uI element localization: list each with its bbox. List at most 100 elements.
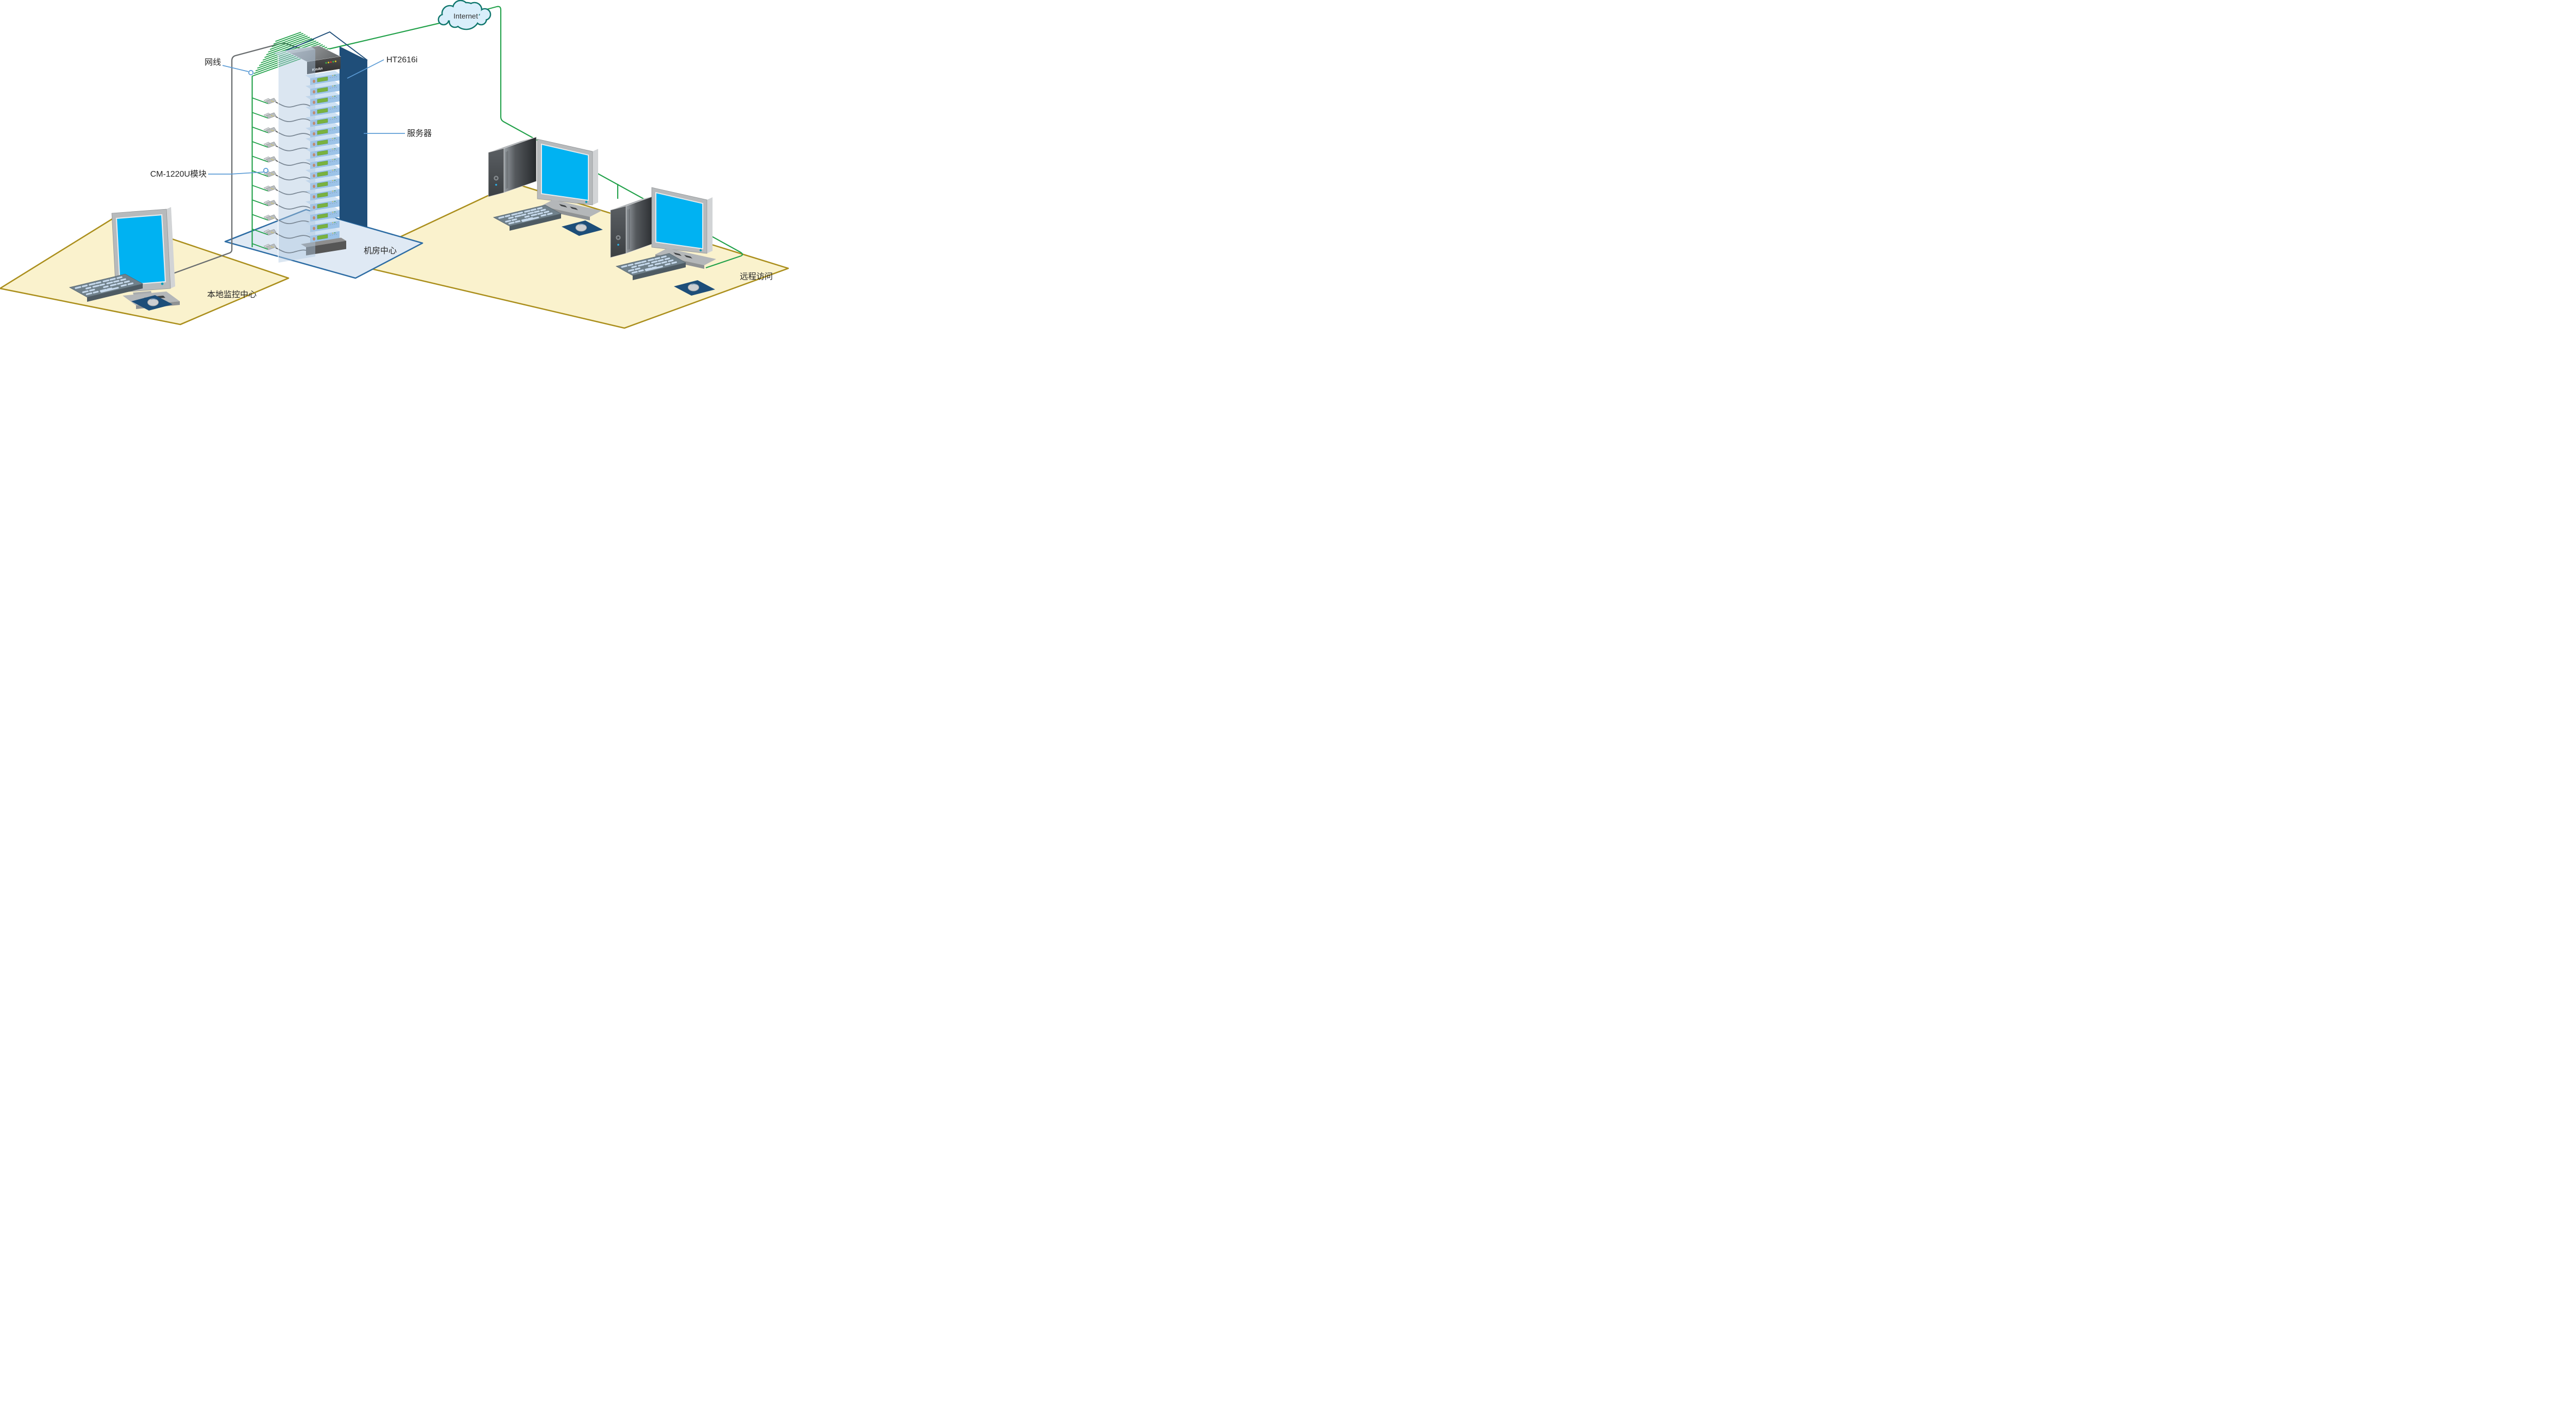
server-vent xyxy=(329,202,338,204)
module-stub-cable xyxy=(252,214,268,221)
keyboard-key xyxy=(665,263,671,266)
keyboard-key xyxy=(85,286,92,289)
remote-keyboard-2-front xyxy=(633,263,686,280)
network-cable-line xyxy=(273,33,303,45)
server-power-button xyxy=(313,79,315,83)
module-hook-cable xyxy=(275,203,311,210)
module-led xyxy=(271,231,272,233)
server-led xyxy=(332,211,333,213)
remote-tower-2-led xyxy=(617,244,619,246)
server-power-button xyxy=(313,122,315,125)
server-lcd-panel xyxy=(317,181,328,187)
server-led xyxy=(332,148,333,150)
keyboard-key xyxy=(99,288,107,292)
keyboard-key xyxy=(113,280,120,283)
rack-back-wall xyxy=(340,46,367,227)
module-led xyxy=(271,187,272,189)
internet-cloud: Internet xyxy=(437,0,492,30)
module-led xyxy=(273,203,274,204)
callout-line-kvm xyxy=(347,59,384,79)
server-top-face xyxy=(306,197,340,204)
module-led xyxy=(271,144,272,145)
server-power-button xyxy=(313,153,315,157)
keyboard-key xyxy=(81,284,88,287)
keyboard-key xyxy=(504,214,511,217)
server-top-face xyxy=(306,228,340,236)
diagram-canvas: KinAn 网线 CM-1220U模块 服务器 HT2616i 机房中心 本地监… xyxy=(0,0,789,329)
keyboard-key xyxy=(95,281,101,284)
keyboard-key xyxy=(638,269,644,272)
remote-monitor-1-power-led xyxy=(585,200,588,203)
kvm-brand-logo: KinAn xyxy=(312,67,323,72)
server-led xyxy=(332,75,333,76)
keyboard-key xyxy=(127,282,134,285)
kvm-led xyxy=(334,60,337,62)
keyboard-key xyxy=(511,218,517,221)
keyboard-key xyxy=(103,285,109,288)
server-power-button xyxy=(313,227,315,230)
module-led xyxy=(273,145,274,146)
mouse xyxy=(575,224,587,232)
monitor-foot xyxy=(673,252,682,256)
mouse xyxy=(147,298,159,306)
network-cable-line xyxy=(268,37,310,53)
callouts: 网线 CM-1220U模块 服务器 HT2616i 机房中心 本地监控中心 远程… xyxy=(150,56,773,299)
keyboard-key xyxy=(648,259,654,262)
server-top-face xyxy=(306,133,340,142)
server-top-face xyxy=(306,123,340,131)
module-led xyxy=(273,217,274,219)
module-stub-cable xyxy=(252,112,268,119)
keyboard-key xyxy=(117,282,123,285)
network-cable-line xyxy=(269,35,308,50)
server-lcd-panel xyxy=(317,140,328,145)
keyboard-key xyxy=(651,260,658,264)
internet-uplink-cable xyxy=(329,22,440,50)
module-hook-cable xyxy=(275,145,311,151)
keyboard-key xyxy=(651,266,657,269)
server-power-button xyxy=(313,195,315,199)
server-led xyxy=(332,169,333,171)
mouse-detail xyxy=(150,298,157,300)
keyboard-key xyxy=(634,262,641,265)
server-vent xyxy=(329,76,338,78)
module-stub-cable xyxy=(252,97,268,104)
server-vent xyxy=(329,149,338,152)
kvm-led xyxy=(330,61,332,63)
callout-marker-module xyxy=(263,167,269,174)
server-lcd-panel xyxy=(317,213,328,219)
keyboard-key xyxy=(635,267,640,270)
server-vent xyxy=(329,223,338,225)
keyboard-key xyxy=(89,282,96,286)
module-led xyxy=(273,232,274,233)
keyboard-key xyxy=(531,213,537,217)
keyboard-key xyxy=(511,213,518,216)
keyboard-key xyxy=(521,218,528,221)
server-room-label: 机房中心 xyxy=(364,246,397,255)
module-hook-cable xyxy=(275,189,311,195)
module-led xyxy=(273,247,274,248)
server-label: 服务器 xyxy=(407,129,432,138)
server-led xyxy=(332,85,333,87)
keyboard-key xyxy=(515,220,521,223)
module-led xyxy=(273,174,274,175)
keyboard-key xyxy=(631,265,637,268)
module-hook-cable xyxy=(275,232,311,239)
remote-monitor-1-base xyxy=(541,200,602,217)
server-led xyxy=(332,138,333,140)
remote-access-label: 远程访问 xyxy=(740,272,773,281)
server-led xyxy=(334,232,335,234)
module-hook-cable xyxy=(275,218,311,225)
keyboard-key xyxy=(537,212,544,215)
local-monitor-side xyxy=(166,207,175,288)
server-vent xyxy=(329,170,338,173)
server-led xyxy=(332,191,333,192)
server-power-button xyxy=(313,174,315,178)
server-power-button xyxy=(313,184,315,188)
keyboard-spacebar xyxy=(645,265,663,271)
keyboard-key xyxy=(521,213,527,216)
kvm-led xyxy=(325,62,327,64)
server-led xyxy=(334,159,335,160)
module-stub-cable xyxy=(252,141,268,148)
server-lcd-panel xyxy=(317,97,328,104)
keyboard-key xyxy=(99,283,105,286)
